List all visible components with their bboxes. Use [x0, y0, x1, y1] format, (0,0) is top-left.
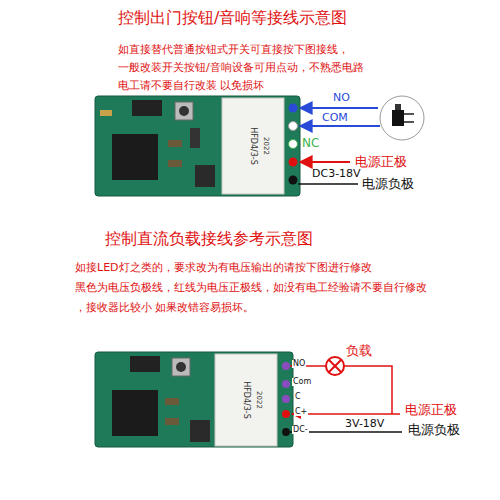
- positive-wire-arrow: [300, 161, 350, 163]
- note: 如直接替代普通按钮式开关可直接按下图接线，: [118, 44, 349, 57]
- voltage-label: 3V-18V: [345, 418, 384, 431]
- note: 一般改装开关按钮/音响设备可用点动，不熟悉电路: [118, 62, 364, 75]
- power-label: 电源正极: [355, 155, 407, 170]
- relay-marking: 2022: [255, 391, 263, 409]
- power-label: 电源正极: [405, 403, 457, 418]
- note: ，接收器比较小 如果改错容易损坏。: [75, 302, 255, 315]
- heading: 控制出门按钮/音响等接线示意图: [118, 9, 347, 27]
- power-label: 电源负极: [408, 423, 460, 438]
- no-wire-arrow: [300, 107, 378, 109]
- pin-name: NO: [292, 360, 306, 368]
- relay-marking: HFD4/3-S: [248, 127, 257, 165]
- receiver-board: [95, 352, 293, 447]
- pin-name: NO: [333, 92, 350, 105]
- com-wire-arrow: [300, 125, 380, 127]
- load-wire: [344, 366, 392, 414]
- note: 电工请不要自行改装 以免损坏: [118, 80, 265, 93]
- load-lamp-symbol: [326, 357, 344, 375]
- pin-name: C+: [294, 408, 308, 416]
- pin-name: COM: [322, 112, 348, 125]
- relay-marking: HFD4/3-S: [241, 381, 250, 419]
- note: 如接LED灯之类的，要求改为有电压输出的请按下图进行修改: [75, 262, 372, 275]
- note: 黑色为电压负极线，红线为电压正极线，如没有电工经验请不要自行修改: [75, 282, 427, 295]
- relay-marking: 2022: [262, 137, 270, 155]
- power-label: 电源负极: [362, 177, 414, 192]
- pin-name: NC: [302, 137, 319, 151]
- voltage-label: DC3-18V: [312, 168, 361, 181]
- pin-name: Com: [292, 378, 312, 386]
- heading: 控制直流负载接线参考示意图: [105, 230, 313, 248]
- receiver-board: [95, 96, 300, 196]
- load-label: 负载: [346, 344, 372, 359]
- push-button-switch: [380, 96, 424, 140]
- pin-name: DC-: [292, 426, 309, 434]
- pin-name: C: [294, 393, 302, 401]
- negative-wire: [298, 183, 358, 185]
